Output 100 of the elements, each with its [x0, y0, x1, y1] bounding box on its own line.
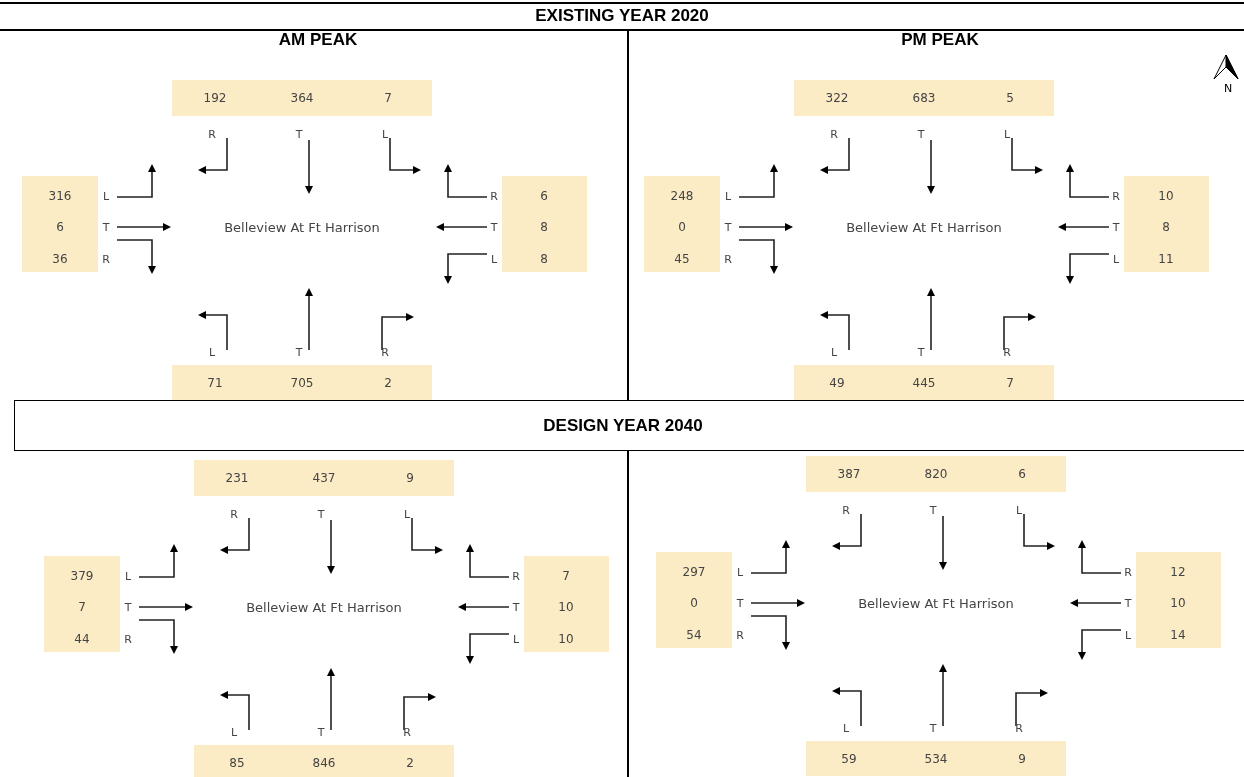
- volume-number: 6: [540, 189, 548, 203]
- movement-letter: R: [403, 725, 411, 739]
- movement-letter: L: [208, 345, 216, 359]
- volume-number: 10: [558, 600, 574, 614]
- volume-number: 7: [384, 91, 392, 105]
- volume-number: 705: [290, 376, 314, 390]
- movement-letter: T: [490, 220, 498, 234]
- volume-number: 5: [1006, 91, 1014, 105]
- movement-letter: T: [295, 127, 303, 141]
- movement-letter: L: [490, 252, 498, 266]
- movement-letter: R: [230, 507, 238, 521]
- north-label: N: [1223, 81, 1233, 95]
- volume-number: 7: [562, 569, 570, 583]
- volume-number: 379: [70, 569, 94, 583]
- movement-letter: T: [317, 507, 325, 521]
- intersection-name: Belleview At Ft Harrison: [846, 219, 1002, 235]
- volume-number: 0: [690, 596, 698, 610]
- movement-letter: L: [102, 189, 110, 203]
- volume-number: 297: [682, 565, 706, 579]
- movement-letter: T: [1124, 596, 1132, 610]
- period-heading: AM PEAK: [278, 30, 358, 50]
- volume-number: 49: [829, 376, 845, 390]
- movement-letter: T: [317, 725, 325, 739]
- movement-letter: L: [1112, 252, 1120, 266]
- movement-letter: L: [724, 189, 732, 203]
- movement-letter: R: [1003, 345, 1011, 359]
- volume-number: 7: [1006, 376, 1014, 390]
- movement-letter: L: [1003, 127, 1011, 141]
- volume-number: 248: [670, 189, 694, 203]
- movement-letter: T: [295, 345, 303, 359]
- volume-number: 10: [558, 632, 574, 646]
- movement-letter: L: [381, 127, 389, 141]
- volume-number: 85: [229, 756, 245, 770]
- volume-number: 820: [924, 467, 948, 481]
- volume-number: 6: [1018, 467, 1026, 481]
- movement-letter: R: [102, 252, 110, 266]
- movement-letter: R: [1015, 721, 1023, 735]
- movement-letter: T: [724, 220, 732, 234]
- movement-letter: R: [724, 252, 732, 266]
- movement-letter: L: [230, 725, 238, 739]
- volume-number: 8: [540, 220, 548, 234]
- volume-number: 71: [207, 376, 223, 390]
- movement-letter: R: [490, 189, 498, 203]
- intersection-name: Belleview At Ft Harrison: [224, 219, 380, 235]
- volume-number: 534: [924, 752, 948, 766]
- movement-letter: R: [1124, 565, 1132, 579]
- movement-letter: T: [512, 600, 520, 614]
- movement-letter: R: [736, 628, 744, 642]
- volume-number: 7: [78, 600, 86, 614]
- movement-letter: L: [1015, 503, 1023, 517]
- movement-letter: R: [842, 503, 850, 517]
- volume-number: 11: [1158, 252, 1174, 266]
- volume-number: 10: [1158, 189, 1174, 203]
- volume-number: 0: [678, 220, 686, 234]
- movement-letter: T: [102, 220, 110, 234]
- movement-letter: L: [736, 565, 744, 579]
- movement-letter: L: [830, 345, 838, 359]
- volume-number: 8: [1162, 220, 1170, 234]
- volume-number: 9: [406, 471, 414, 485]
- movement-letter: T: [736, 596, 744, 610]
- volume-number: 231: [225, 471, 249, 485]
- movement-letter: R: [1112, 189, 1120, 203]
- volume-number: 322: [825, 91, 849, 105]
- volume-number: 44: [74, 632, 90, 646]
- volume-number: 36: [52, 252, 68, 266]
- movement-letter: T: [1112, 220, 1120, 234]
- movement-letter: T: [917, 127, 925, 141]
- volume-number: 437: [312, 471, 336, 485]
- movement-letter: L: [403, 507, 411, 521]
- movement-letter: T: [929, 721, 937, 735]
- volume-number: 8: [540, 252, 548, 266]
- volume-number: 445: [912, 376, 936, 390]
- volume-number: 364: [290, 91, 314, 105]
- intersection-name: Belleview At Ft Harrison: [246, 599, 402, 615]
- period-heading: PM PEAK: [901, 30, 979, 50]
- volume-number: 9: [1018, 752, 1026, 766]
- volume-number: 54: [686, 628, 702, 642]
- movement-letter: L: [1124, 628, 1132, 642]
- volume-number: 683: [912, 91, 936, 105]
- volume-number: 59: [841, 752, 857, 766]
- volume-number: 45: [674, 252, 690, 266]
- section-heading: EXISTING YEAR 2020: [535, 6, 709, 26]
- volume-number: 6: [56, 220, 64, 234]
- movement-letter: L: [842, 721, 850, 735]
- movement-letter: R: [208, 127, 216, 141]
- volume-number: 14: [1170, 628, 1186, 642]
- movement-letter: L: [512, 632, 520, 646]
- movement-letter: R: [381, 345, 389, 359]
- volume-number: 846: [312, 756, 336, 770]
- volume-number: 192: [203, 91, 227, 105]
- movement-letter: R: [512, 569, 520, 583]
- volume-number: 2: [384, 376, 392, 390]
- movement-letter: L: [124, 569, 132, 583]
- section-heading: DESIGN YEAR 2040: [543, 416, 703, 436]
- movement-letter: T: [929, 503, 937, 517]
- volume-number: 12: [1170, 565, 1186, 579]
- volume-number: 387: [837, 467, 861, 481]
- movement-letter: T: [124, 600, 132, 614]
- volume-number: 2: [406, 756, 414, 770]
- volume-number: 316: [48, 189, 72, 203]
